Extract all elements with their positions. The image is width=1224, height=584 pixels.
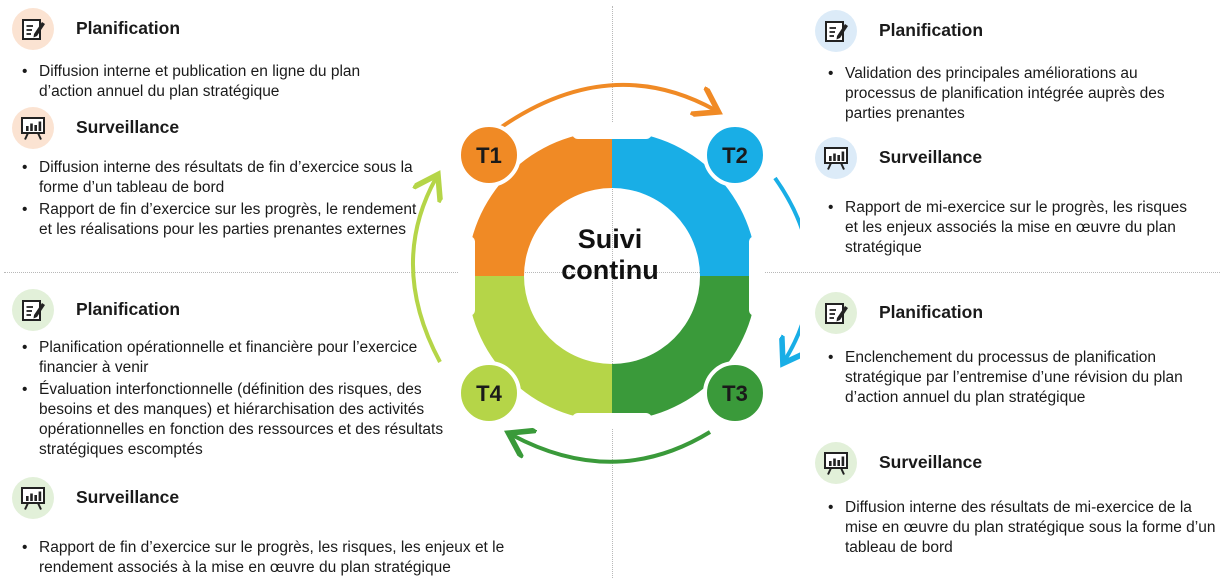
list-item: Diffusion interne et publication en lign… (20, 62, 400, 102)
cycle-diagram: T1 T2 T3 T4 Suivi continu (400, 60, 813, 480)
arrow-t3-to-t4 (512, 432, 712, 464)
badge-t1-label: T1 (476, 143, 502, 168)
ring-notch-top (572, 123, 652, 139)
q2-planning-list: Validation des principales améliorations… (826, 64, 1206, 126)
q1-monitoring-header: Surveillance (12, 107, 332, 149)
q3-monitoring-list: Diffusion interne des résultats de mi-ex… (826, 498, 1216, 560)
center-label-line1: Suivi (577, 224, 643, 254)
ring-notch-right (749, 236, 765, 316)
q3-planning-header: Planification (815, 292, 1135, 334)
q2-planning-title: Planification (879, 20, 984, 40)
edit-note-icon (12, 289, 54, 331)
vertical-divider (612, 6, 613, 578)
q4-planning-header: Planification (12, 289, 332, 331)
arrow-t4-to-t1 (410, 178, 440, 363)
q4-monitoring-list: Rapport de fin d’exercice sur le progrès… (20, 538, 580, 580)
q1-planning-list: Diffusion interne et publication en lign… (20, 62, 400, 104)
q4-planning-list: Planification opérationnelle et financiè… (20, 338, 465, 462)
center-label-line2: continu (561, 255, 659, 285)
edit-note-icon (815, 292, 857, 334)
list-item: Diffusion interne des résultats de fin d… (20, 158, 420, 198)
list-item: Rapport de fin d’exercice sur le progrès… (20, 538, 580, 578)
q2-monitoring-title: Surveillance (879, 147, 983, 167)
list-item: Planification opérationnelle et financiè… (20, 338, 465, 378)
badge-t2 (703, 123, 767, 187)
q1-monitoring-title: Surveillance (76, 117, 180, 137)
q3-planning-title: Planification (879, 302, 984, 322)
q1-planning-header: Planification (12, 8, 332, 50)
list-item: Validation des principales améliorations… (826, 64, 1206, 124)
badge-t3-label: T3 (722, 381, 748, 406)
list-item: Rapport de mi-exercice sur le progrès, l… (826, 198, 1196, 258)
ring-sector-t1 (467, 131, 612, 276)
horizontal-divider (4, 272, 1220, 273)
presentation-chart-icon (12, 477, 54, 519)
ring-sector-t2 (612, 131, 757, 276)
q3-planning-list: Enclenchement du processus de planificat… (826, 348, 1216, 410)
edit-note-icon (12, 8, 54, 50)
arrow-t2-to-t3 (773, 176, 813, 360)
q1-planning-title: Planification (76, 18, 181, 38)
list-item: Diffusion interne des résultats de mi-ex… (826, 498, 1216, 558)
list-item: Rapport de fin d’exercice sur les progrè… (20, 200, 420, 240)
q4-monitoring-header: Surveillance (12, 477, 332, 519)
badge-t3 (703, 361, 767, 425)
presentation-chart-icon (815, 442, 857, 484)
presentation-chart-icon (12, 107, 54, 149)
badge-t4 (457, 361, 521, 425)
list-item: Enclenchement du processus de planificat… (826, 348, 1216, 408)
q1-monitoring-list: Diffusion interne des résultats de fin d… (20, 158, 420, 242)
center-label: Suivi continu (500, 224, 720, 286)
badge-t2-label: T2 (722, 143, 748, 168)
q2-monitoring-list: Rapport de mi-exercice sur le progrès, l… (826, 198, 1196, 260)
list-item: Évaluation interfonctionnelle (définitio… (20, 380, 465, 460)
q3-monitoring-title: Surveillance (879, 452, 983, 472)
ring-sector-t4 (467, 276, 612, 421)
cycle-graphic: T1 T2 T3 T4 (410, 82, 813, 464)
q2-monitoring-header: Surveillance (815, 137, 1135, 179)
badge-t4-label: T4 (476, 381, 502, 406)
arrow-t1-to-t2 (498, 82, 715, 130)
ring-notch-bottom (572, 413, 652, 429)
ring-sector-t3 (612, 276, 757, 421)
q2-planning-header: Planification (815, 10, 1135, 52)
badge-t1 (457, 123, 521, 187)
edit-note-icon (815, 10, 857, 52)
presentation-chart-icon (815, 137, 857, 179)
ring-notch-left (459, 236, 475, 316)
q4-monitoring-title: Surveillance (76, 487, 180, 507)
q3-monitoring-header: Surveillance (815, 442, 1135, 484)
q4-planning-title: Planification (76, 299, 181, 319)
